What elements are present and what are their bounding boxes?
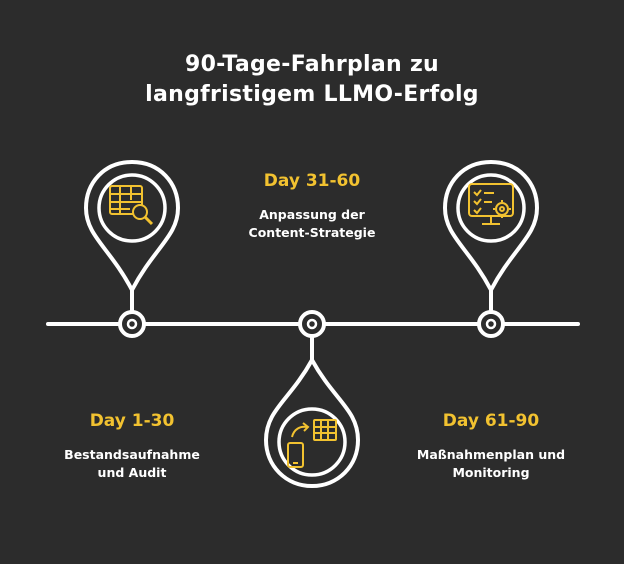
timeline-node-3 [477,310,505,338]
stage-2-label: Day 31-60 [263,171,361,191]
title-line-1: 90-Tage-Fahrplan zu [184,52,440,77]
table-magnifier-icon [109,185,154,226]
stage-1-desc-line-2: und Audit [97,465,167,480]
stage-2-desc-line-2: Content-Strategie [248,225,376,240]
stage-3-desc-line-2: Monitoring [452,465,530,480]
stage-3-label: Day 61-90 [442,411,540,431]
timeline-node-1 [118,310,146,338]
diagram-title: 90-Tage-Fahrplan zu langfristigem LLMO-E… [0,50,624,110]
stage-1-label: Day 1-30 [89,411,175,431]
stage-3-desc-line-1: Maßnahmenplan und [416,447,566,462]
pin-stage-3 [443,160,539,312]
stage-2-desc-line-1: Anpassung der [259,207,365,222]
pin-stage-2 [264,336,360,488]
stage-2-description: Anpassung der Content-Strategie [212,206,412,242]
stage-3-description: Maßnahmenplan und Monitoring [381,446,601,482]
phone-table-sync-icon [287,419,337,468]
pin-stage-1 [84,160,180,312]
timeline-node-2 [298,310,326,338]
stage-1-desc-line-1: Bestandsaufnahme [64,447,200,462]
title-line-2: langfristigem LLMO-Erfolg [145,82,479,107]
monitor-checklist-gear-icon [468,183,514,225]
stage-1-description: Bestandsaufnahme und Audit [32,446,232,482]
